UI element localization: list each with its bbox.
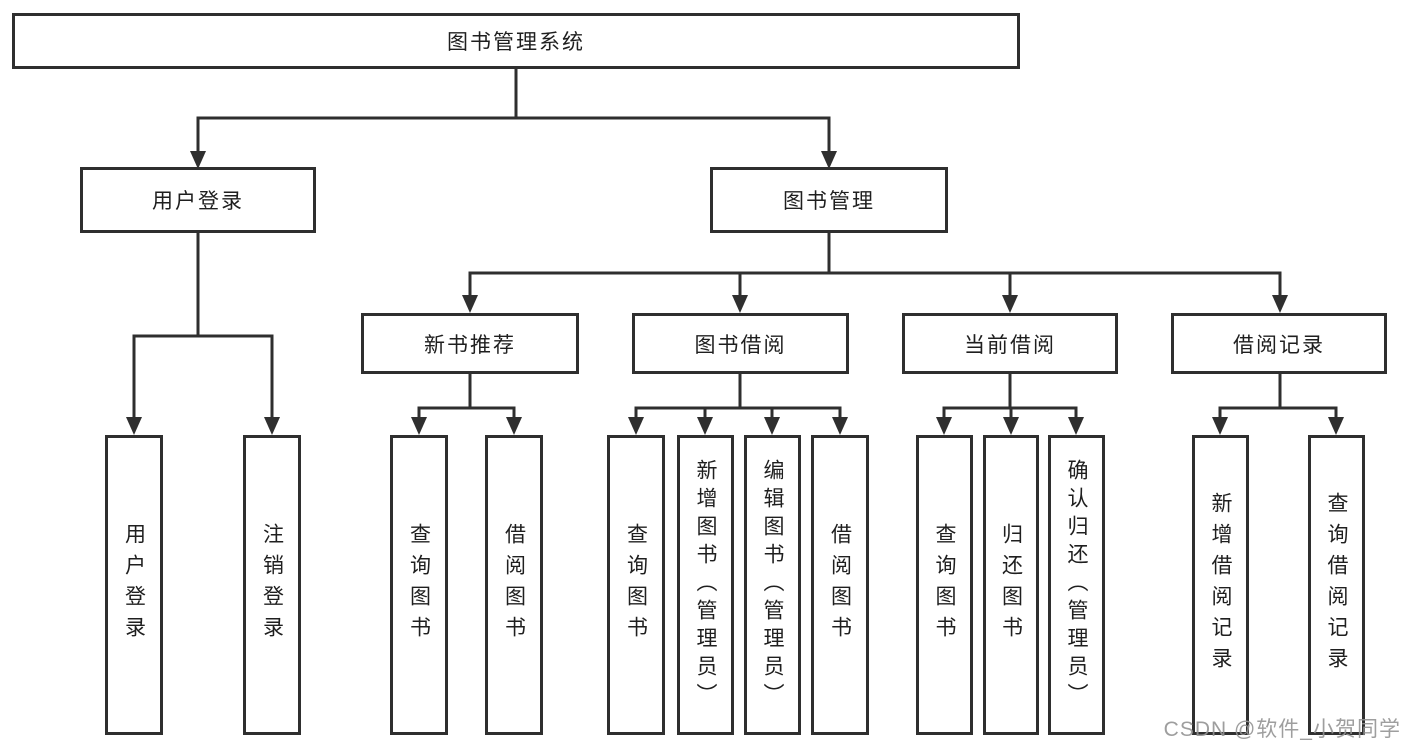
arrowhead-down-icon — [506, 417, 522, 435]
leaf-logout-login: 注销登录 — [243, 435, 301, 735]
leaf-query-books-borrowing: 查询图书 — [607, 435, 665, 735]
leaf-edit-books-admin: 编辑图书（管理员） — [744, 435, 801, 735]
node-book-management-branch: 图书管理 — [710, 167, 948, 233]
arrowhead-down-icon — [411, 417, 427, 435]
leaf-confirm-return-admin: 确认归还（管理员） — [1048, 435, 1105, 735]
leaf-query-borrow-record: 查询借阅记录 — [1308, 435, 1365, 735]
arrowhead-down-icon — [1068, 417, 1084, 435]
leaf-borrow-books-borrowing: 借阅图书 — [811, 435, 869, 735]
arrowhead-down-icon — [628, 417, 644, 435]
arrowhead-down-icon — [1328, 417, 1344, 435]
leaf-add-books-admin: 新增图书（管理员） — [677, 435, 734, 735]
leaf-borrow-books-recommend: 借阅图书 — [485, 435, 543, 735]
arrowhead-down-icon — [462, 295, 478, 313]
leaf-return-books: 归还图书 — [983, 435, 1039, 735]
arrowhead-down-icon — [732, 295, 748, 313]
leaf-add-borrow-record: 新增借阅记录 — [1192, 435, 1249, 735]
leaf-query-books-recommend: 查询图书 — [390, 435, 448, 735]
node-borrowing-records: 借阅记录 — [1171, 313, 1387, 374]
node-book-borrowing: 图书借阅 — [632, 313, 849, 374]
leaf-user-login: 用户登录 — [105, 435, 163, 735]
arrowhead-down-icon — [1212, 417, 1228, 435]
arrowhead-down-icon — [1272, 295, 1288, 313]
arrowhead-down-icon — [1002, 295, 1018, 313]
node-library-system-root: 图书管理系统 — [12, 13, 1020, 69]
arrowhead-down-icon — [832, 417, 848, 435]
arrowhead-down-icon — [264, 417, 280, 435]
node-user-login-branch: 用户登录 — [80, 167, 316, 233]
arrowhead-down-icon — [126, 417, 142, 435]
arrowhead-down-icon — [936, 417, 952, 435]
node-new-book-recommend: 新书推荐 — [361, 313, 579, 374]
arrowhead-down-icon — [697, 417, 713, 435]
arrowhead-down-icon — [764, 417, 780, 435]
arrowhead-down-icon — [1003, 417, 1019, 435]
leaf-query-books-current: 查询图书 — [916, 435, 973, 735]
arrowhead-down-icon — [190, 151, 206, 169]
node-current-borrowing: 当前借阅 — [902, 313, 1118, 374]
arrowhead-down-icon — [821, 151, 837, 169]
watermark: CSDN @软件_小贺同学 — [1163, 718, 1401, 741]
